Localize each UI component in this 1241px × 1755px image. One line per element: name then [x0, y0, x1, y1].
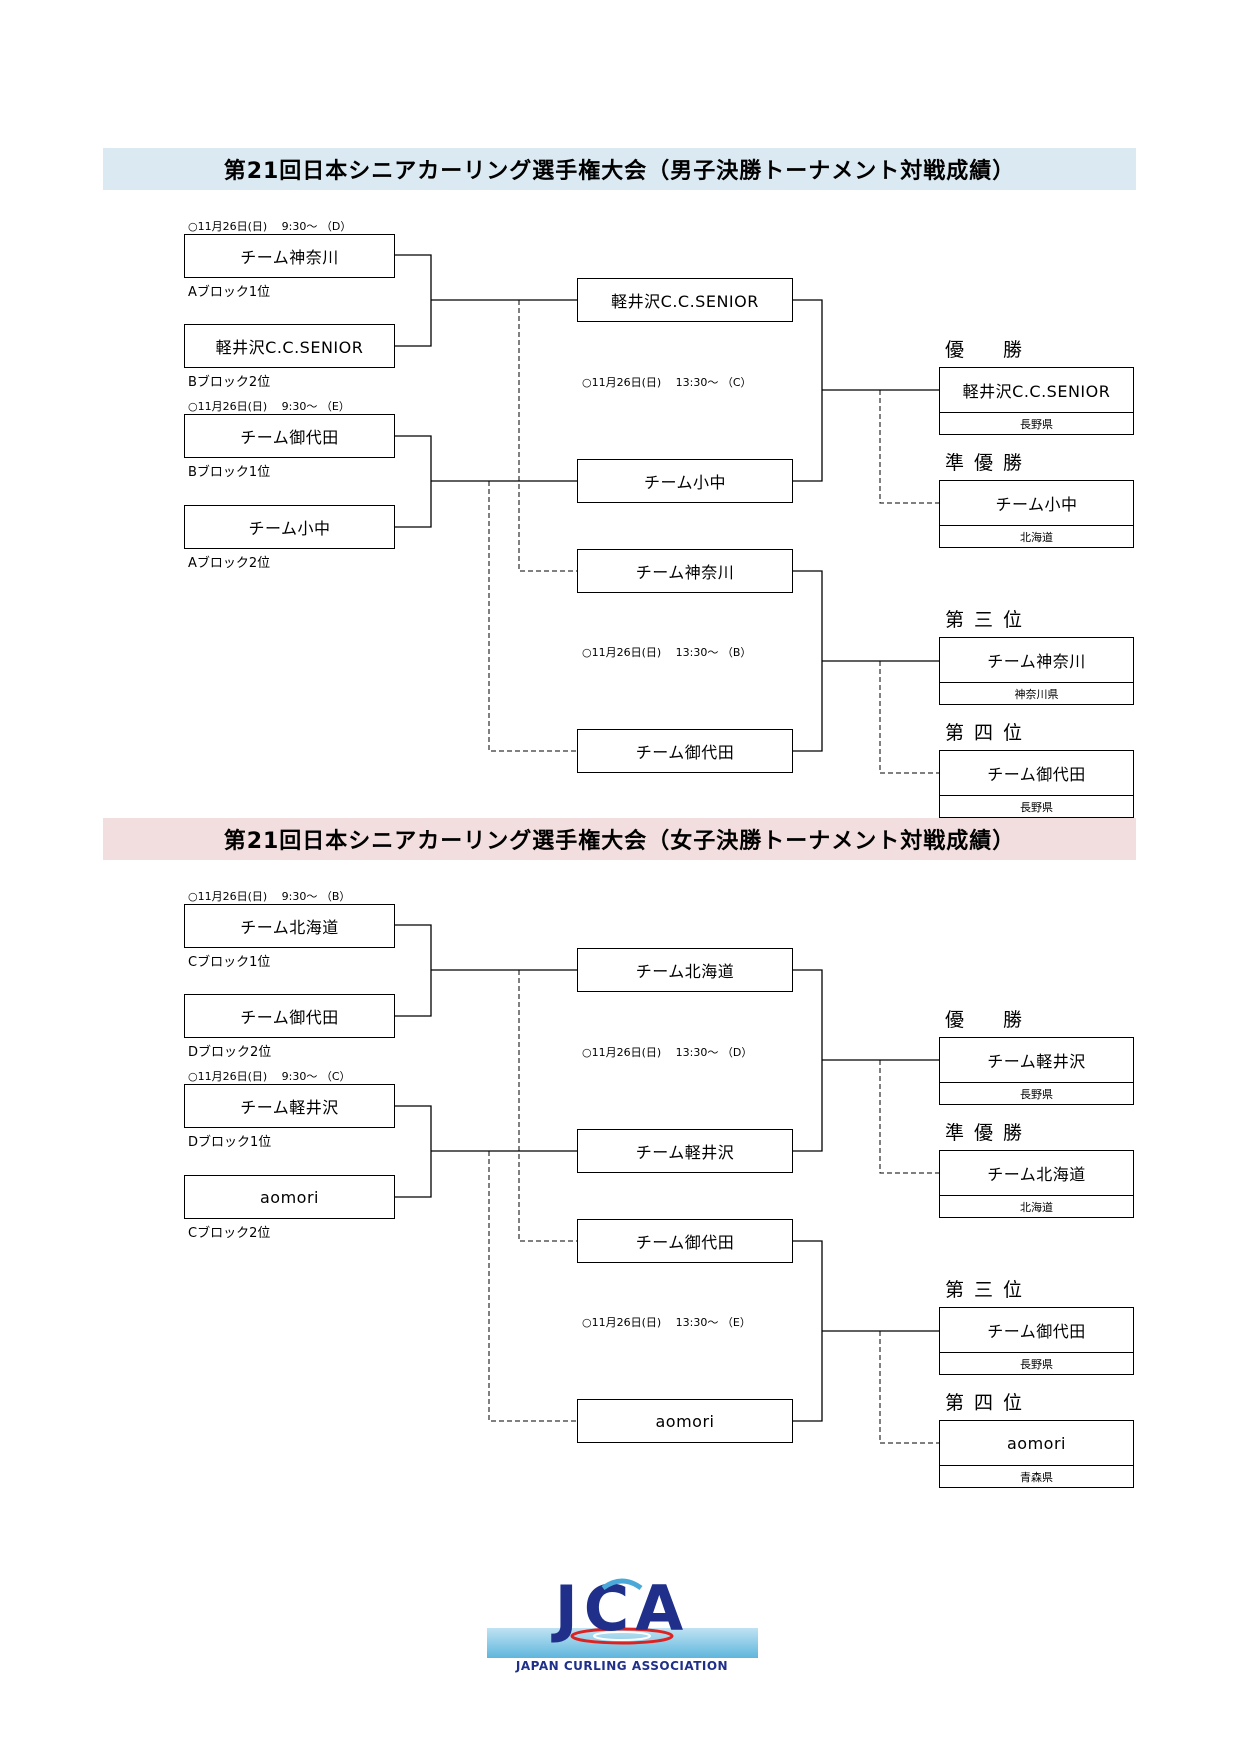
women-match2-team-bottom: aomori [184, 1175, 395, 1219]
women-result-4-pref: 青森県 [1020, 1470, 1053, 1484]
women-result-1-box: チーム軽井沢 長野県 [939, 1037, 1134, 1105]
men-match1-seed-top: Aブロック1位 [188, 285, 271, 300]
men-result-1-divider [940, 412, 1133, 413]
women-result-2-place: 準優勝 [945, 1122, 1033, 1144]
women-match1-seed-top: Cブロック1位 [188, 955, 271, 970]
men-bracket-lines [394, 254, 940, 774]
men-result-1-pref: 長野県 [1020, 417, 1053, 431]
women-result-4-place: 第四位 [945, 1392, 1033, 1414]
men-result-4-team: チーム御代田 [987, 765, 1086, 784]
women-match2-seed-top: Dブロック1位 [188, 1135, 272, 1150]
women-result-4-divider [940, 1465, 1133, 1466]
women-match2-seed-bottom: Cブロック2位 [188, 1226, 271, 1241]
men-third-time: ○11月26日(日) 13:30～ （B） [582, 646, 752, 659]
men-result-2-place: 準優勝 [945, 452, 1033, 474]
women-final-team-bottom: チーム軽井沢 [577, 1129, 793, 1173]
women-final-team-top: チーム北海道 [577, 948, 793, 992]
women-result-3-team: チーム御代田 [987, 1322, 1086, 1341]
women-bracket-lines [394, 924, 940, 1444]
women-section: 第21回日本シニアカーリング選手権大会（女子決勝トーナメント対戦成績） ○11月… [0, 818, 1241, 1498]
men-third-team-top: チーム神奈川 [577, 549, 793, 593]
men-match2-seed-top: Bブロック1位 [188, 465, 271, 480]
men-result-3-pref: 神奈川県 [1014, 687, 1059, 701]
men-match2-team-top: チーム御代田 [184, 414, 395, 458]
women-result-1-divider [940, 1082, 1133, 1083]
men-match1-team-bottom: 軽井沢C.C.SENIOR [184, 324, 395, 368]
women-third-team-top: チーム御代田 [577, 1219, 793, 1263]
women-match1-team-bottom: チーム御代田 [184, 994, 395, 1038]
women-result-1-pref: 長野県 [1020, 1087, 1053, 1101]
women-third-team-bottom: aomori [577, 1399, 793, 1443]
men-result-4-pref: 長野県 [1020, 800, 1053, 814]
women-final-time: ○11月26日(日) 13:30～ （D） [582, 1046, 753, 1059]
women-result-3-pref: 長野県 [1020, 1357, 1053, 1371]
women-result-2-team: チーム北海道 [987, 1165, 1086, 1184]
men-result-4-place: 第四位 [945, 722, 1033, 744]
men-result-2-divider [940, 525, 1133, 526]
women-result-1-place: 優 勝 [945, 1009, 1033, 1031]
women-match1-team-top: チーム北海道 [184, 904, 395, 948]
men-result-4-box: チーム御代田 長野県 [939, 750, 1134, 818]
men-result-2-team: チーム小中 [995, 495, 1078, 514]
women-result-4-box: aomori 青森県 [939, 1420, 1134, 1488]
men-result-3-divider [940, 682, 1133, 683]
men-match2-seed-bottom: Aブロック2位 [188, 556, 271, 571]
women-title: 第21回日本シニアカーリング選手権大会（女子決勝トーナメント対戦成績） [103, 818, 1136, 860]
women-result-2-pref: 北海道 [1020, 1200, 1053, 1214]
jca-logo-caption: JAPAN CURLING ASSOCIATION [515, 1659, 728, 1673]
jca-logo: JCA JAPAN CURLING ASSOCIATION [485, 1570, 760, 1675]
men-result-1-team: 軽井沢C.C.SENIOR [962, 382, 1111, 401]
men-result-1-place: 優 勝 [945, 339, 1033, 361]
men-match1-seed-bottom: Bブロック2位 [188, 375, 271, 390]
men-final-time: ○11月26日(日) 13:30～ （C） [582, 376, 752, 389]
women-result-3-box: チーム御代田 長野県 [939, 1307, 1134, 1375]
men-result-3-place: 第三位 [945, 609, 1033, 631]
men-match2-time: ○11月26日(日) 9:30～ （E） [188, 400, 350, 413]
men-result-1-box: 軽井沢C.C.SENIOR 長野県 [939, 367, 1134, 435]
women-result-3-place: 第三位 [945, 1279, 1033, 1301]
women-third-time: ○11月26日(日) 13:30～ （E） [582, 1316, 751, 1329]
women-match1-seed-bottom: Dブロック2位 [188, 1045, 272, 1060]
men-match1-time: ○11月26日(日) 9:30～ （D） [188, 220, 352, 233]
men-third-team-bottom: チーム御代田 [577, 729, 793, 773]
men-final-team-bottom: チーム小中 [577, 459, 793, 503]
jca-logo-letters: JCA [551, 1572, 690, 1645]
women-result-4-team: aomori [1007, 1433, 1066, 1453]
men-result-2-pref: 北海道 [1020, 530, 1053, 544]
women-match2-team-top: チーム軽井沢 [184, 1084, 395, 1128]
jca-logo-graphic: JCA JAPAN CURLING ASSOCIATION [487, 1572, 758, 1673]
women-result-2-divider [940, 1195, 1133, 1196]
women-result-3-divider [940, 1352, 1133, 1353]
women-match2-time: ○11月26日(日) 9:30～ （C） [188, 1070, 351, 1083]
women-result-2-box: チーム北海道 北海道 [939, 1150, 1134, 1218]
women-result-1-team: チーム軽井沢 [987, 1052, 1086, 1071]
men-match2-team-bottom: チーム小中 [184, 505, 395, 549]
men-result-3-box: チーム神奈川 神奈川県 [939, 637, 1134, 705]
men-title: 第21回日本シニアカーリング選手権大会（男子決勝トーナメント対戦成績） [103, 148, 1136, 190]
men-result-4-divider [940, 795, 1133, 796]
men-section: 第21回日本シニアカーリング選手権大会（男子決勝トーナメント対戦成績） ○11月… [0, 148, 1241, 828]
men-match1-team-top: チーム神奈川 [184, 234, 395, 278]
women-match1-time: ○11月26日(日) 9:30～ （B） [188, 890, 351, 903]
men-result-3-team: チーム神奈川 [987, 652, 1086, 671]
men-result-2-box: チーム小中 北海道 [939, 480, 1134, 548]
men-final-team-top: 軽井沢C.C.SENIOR [577, 278, 793, 322]
